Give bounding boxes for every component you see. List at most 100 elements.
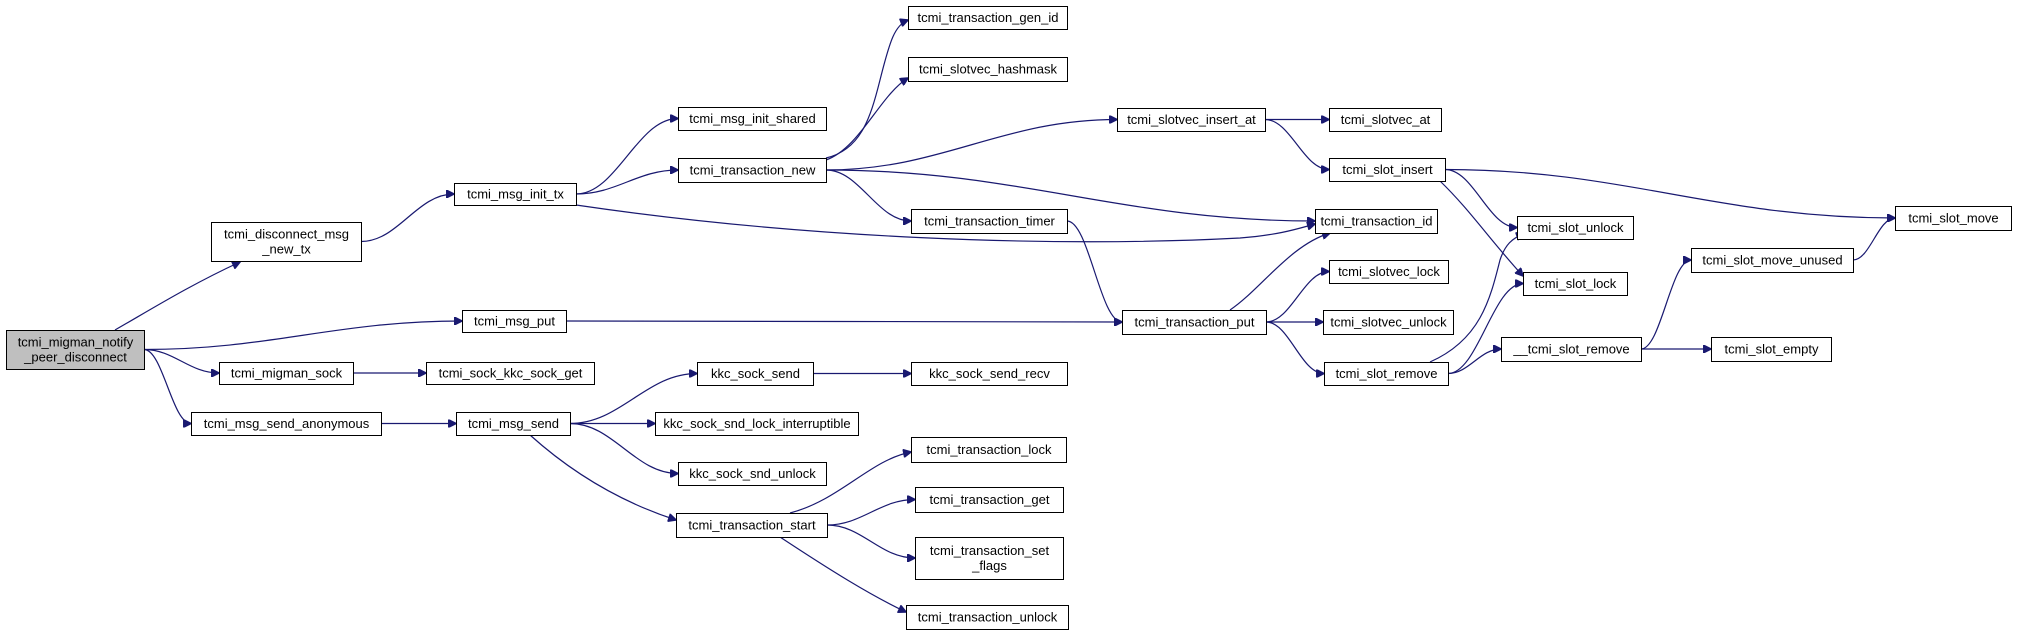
call-edge-msg-put-to-transaction-put [565,321,1122,322]
node-label: kkc_sock_snd_unlock [689,466,816,481]
node-box [676,513,828,538]
function-node-slot-move-unused[interactable]: tcmi_slot_move_unused [1691,248,1854,273]
function-node-disconnect-msg-new-tx[interactable]: tcmi_disconnect_msg_new_tx [211,222,362,262]
call-edge-transaction-new-to-transaction-gen-id [825,20,908,159]
node-label: tcmi_slotvec_at [1341,112,1431,127]
node-box [915,487,1064,513]
call-edge-slot-insert-to-slot-move [1444,168,1895,219]
node-label: kkc_sock_send [711,366,800,381]
function-node-transaction-new[interactable]: tcmi_transaction_new [678,158,827,183]
node-label: tcmi_slot_move [1908,211,1998,226]
call-edge-transaction-new-to-slotvec-hashmask [825,78,908,161]
node-box [456,412,571,436]
function-node-msg-put[interactable]: tcmi_msg_put [462,310,567,333]
node-box [1523,272,1628,296]
function-node-slot-move[interactable]: tcmi_slot_move [1895,206,2012,231]
node-label: tcmi_transaction_id [1321,214,1433,229]
function-node-slot-lock[interactable]: tcmi_slot_lock [1523,272,1628,296]
root-function-node[interactable]: tcmi_migman_notify_peer_disconnect [6,330,145,370]
function-node-slotvec-unlock[interactable]: tcmi_slotvec_unlock [1323,310,1454,335]
function-node-slot-remove-internal[interactable]: __tcmi_slot_remove [1501,337,1642,362]
function-node-transaction-unlock[interactable]: tcmi_transaction_unlock [906,605,1069,630]
node-label: tcmi_msg_put [474,314,555,329]
node-label: tcmi_slotvec_lock [1338,264,1440,279]
call-edge-root-to-msg-put [143,321,462,351]
function-node-msg-send[interactable]: tcmi_msg_send [456,412,571,436]
node-box [1517,216,1634,240]
node-box [462,310,567,333]
function-node-migman-sock[interactable]: tcmi_migman_sock [219,362,354,385]
call-edge-slot-remove-to-slot-lock [1447,284,1523,375]
function-node-transaction-id[interactable]: tcmi_transaction_id [1315,209,1438,234]
function-node-slotvec-hashmask[interactable]: tcmi_slotvec_hashmask [908,57,1068,82]
call-edge-msg-init-tx-to-transaction-new [575,170,678,195]
call-edge-transaction-start-to-transaction-unlock [779,536,906,612]
node-box [1895,206,2012,231]
call-edge-transaction-start-to-transaction-lock [789,452,911,514]
node-label: tcmi_transaction_new [690,163,816,178]
function-node-msg-init-tx[interactable]: tcmi_msg_init_tx [454,183,577,206]
function-node-sock-kkc-sock-get[interactable]: tcmi_sock_kkc_sock_get [426,362,595,385]
function-node-transaction-gen-id[interactable]: tcmi_transaction_gen_id [908,6,1068,30]
function-node-slotvec-at[interactable]: tcmi_slotvec_at [1329,108,1442,132]
node-label: __tcmi_slot_remove [1512,342,1629,357]
node-box [1329,108,1442,132]
node-box [678,462,827,486]
call-edge-transaction-start-to-transaction-set-flags [826,524,915,558]
function-node-kkc-sock-send[interactable]: kkc_sock_send [697,362,814,386]
node-box [211,222,362,262]
function-node-kkc-sock-snd-lock-interruptible[interactable]: kkc_sock_snd_lock_interruptible [655,412,859,436]
call-nodes: tcmi_migman_notify_peer_disconnect tcmi_d… [6,6,2012,630]
node-label: tcmi_slot_move_unused [1702,253,1842,268]
function-node-msg-init-shared[interactable]: tcmi_msg_init_shared [678,107,827,131]
node-label: tcmi_slot_insert [1342,162,1433,177]
function-node-slot-empty[interactable]: tcmi_slot_empty [1711,337,1832,362]
function-node-transaction-put[interactable]: tcmi_transaction_put [1122,310,1267,335]
call-edge-slot-remove-to-slot-unlock [1429,234,1524,363]
node-box [1324,362,1449,386]
call-edge-root-to-msg-send-anonymous [143,348,191,424]
node-box [908,57,1068,82]
node-box [911,209,1068,234]
call-edge-root-to-migman-sock [143,348,219,374]
function-node-slotvec-insert-at[interactable]: tcmi_slotvec_insert_at [1117,108,1266,132]
node-label: tcmi_slotvec_unlock [1330,315,1447,330]
node-box [911,437,1067,463]
function-node-transaction-start[interactable]: tcmi_transaction_start [676,513,828,538]
function-node-slot-unlock[interactable]: tcmi_slot_unlock [1517,216,1634,240]
node-box [655,412,859,436]
function-node-kkc-sock-snd-unlock[interactable]: kkc_sock_snd_unlock [678,462,827,486]
function-node-msg-send-anonymous[interactable]: tcmi_msg_send_anonymous [191,412,382,436]
call-edge-transaction-new-to-slotvec-insert-at [825,120,1117,171]
function-node-kkc-sock-send-recv[interactable]: kkc_sock_send_recv [911,362,1068,386]
node-label: tcmi_slotvec_hashmask [919,62,1057,77]
call-edge-transaction-start-to-transaction-get [826,500,915,526]
node-label: kkc_sock_snd_lock_interruptible [663,416,850,431]
node-box [908,6,1068,30]
node-label: tcmi_slot_unlock [1527,220,1624,235]
call-edge-transaction-timer-to-transaction-put [1066,220,1122,322]
call-edge-slot-remove-to-slot-remove-internal [1447,349,1501,375]
node-box [906,605,1069,630]
node-label: tcmi_migman_sock [231,366,343,381]
node-label: tcmi_transaction_unlock [918,610,1058,625]
call-edge-msg-init-tx-to-transaction-id [575,204,1315,243]
call-edge-msg-send-to-transaction-start [529,434,676,520]
function-node-transaction-lock[interactable]: tcmi_transaction_lock [911,437,1067,463]
node-label: tcmi_sock_kkc_sock_get [439,366,583,381]
node-label: _flags [971,558,1007,573]
function-node-transaction-get[interactable]: tcmi_transaction_get [915,487,1064,513]
function-node-transaction-timer[interactable]: tcmi_transaction_timer [911,209,1068,234]
node-box [426,362,595,385]
node-label: tcmi_transaction_gen_id [918,10,1059,25]
node-box [1315,209,1438,234]
node-label: tcmi_slot_remove [1336,366,1438,381]
function-node-slot-insert[interactable]: tcmi_slot_insert [1329,158,1446,182]
function-node-slotvec-lock[interactable]: tcmi_slotvec_lock [1329,260,1449,284]
node-box [1117,108,1266,132]
function-node-transaction-set-flags[interactable]: tcmi_transaction_set_flags [915,537,1064,580]
call-edge-slot-remove-internal-to-slot-move-unused [1640,260,1691,350]
node-label: tcmi_msg_send [468,416,559,431]
function-node-slot-remove[interactable]: tcmi_slot_remove [1324,362,1449,386]
